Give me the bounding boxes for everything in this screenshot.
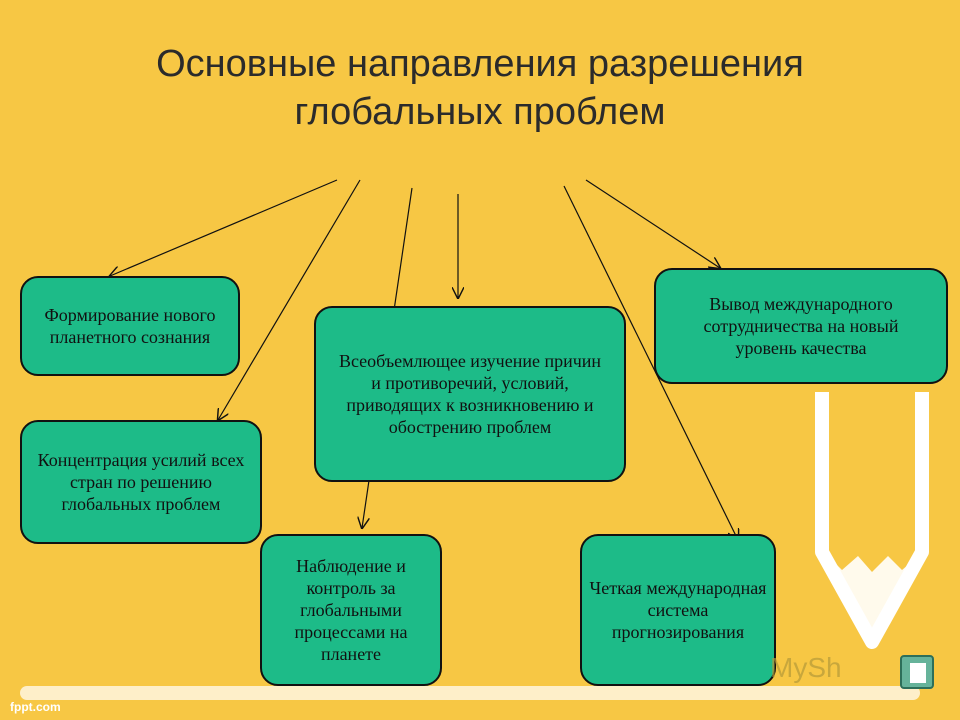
slide-title: Основные направления разрешения глобальн… [156,43,804,133]
arrow-to-cooperation [585,179,720,268]
node-cooperation: Вывод международного сотрудничества на н… [654,268,948,384]
bottom-strip [20,686,920,700]
node-comprehensive-study: Всеобъемлющее изучение причин и противор… [314,306,626,482]
node-monitoring: Наблюдение и контроль за глобальными про… [260,534,442,686]
node-concentration: Концентрация усилий всех стран по решени… [20,420,262,544]
arrow-to-formation [110,179,338,276]
watermark-text: MySh [770,652,842,683]
pencil-decoration [815,392,929,649]
arrow-to-forecasting [563,185,738,540]
footer-source: fppt.com [10,700,61,714]
arrow-to-concentration [218,179,361,420]
node-formation: Формирование нового планетного сознания [20,276,240,376]
node-forecasting: Четкая международная система прогнозиров… [580,534,776,686]
document-icon[interactable] [900,655,934,689]
